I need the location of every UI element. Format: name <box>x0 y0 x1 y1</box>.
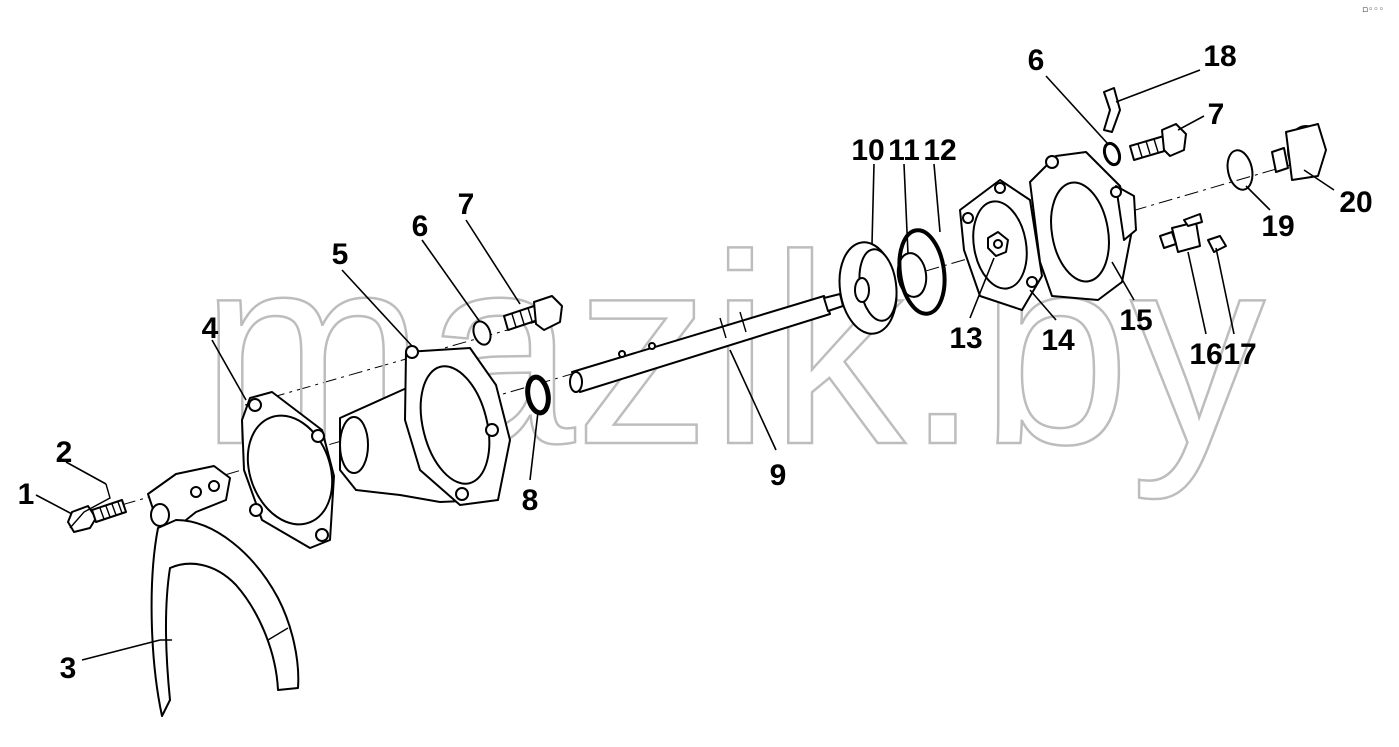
leader-12 <box>933 163 941 233</box>
part-3-shift-fork <box>147 465 300 717</box>
leader-6b <box>1045 75 1109 145</box>
leader-14 <box>1029 289 1057 321</box>
part-10-pulley <box>838 241 898 335</box>
part-14-cover-plate <box>959 179 1043 311</box>
label-3: 3 <box>60 652 77 685</box>
label-1: 1 <box>18 478 35 511</box>
part-7-bolt <box>503 295 563 331</box>
label-8: 8 <box>522 484 539 517</box>
leader-7b <box>1177 115 1205 131</box>
part-15-cover <box>1029 151 1137 301</box>
label-10: 10 <box>851 134 884 167</box>
label-18: 18 <box>1203 40 1236 73</box>
part-17-plug <box>1207 235 1227 253</box>
leader-9 <box>729 349 777 451</box>
label-15: 15 <box>1119 304 1152 337</box>
label-16: 16 <box>1189 338 1222 371</box>
leader-8 <box>529 411 539 481</box>
leader-10 <box>871 163 875 245</box>
leader-4 <box>211 339 247 401</box>
label-12: 12 <box>923 134 956 167</box>
label-6-left: 6 <box>412 210 429 243</box>
leader-19 <box>1245 185 1271 211</box>
label-4: 4 <box>202 312 219 345</box>
label-20: 20 <box>1339 186 1372 219</box>
label-7-right: 7 <box>1208 98 1225 131</box>
part-4-gasket <box>241 391 335 549</box>
leader-16 <box>1187 251 1207 335</box>
part-7-bolt-right <box>1129 123 1187 161</box>
label-7-left: 7 <box>458 188 475 221</box>
part-1-bolt <box>67 499 127 533</box>
leader-3 <box>81 639 161 661</box>
leader-1 <box>35 494 73 515</box>
label-6-right: 6 <box>1028 44 1045 77</box>
leader-11 <box>903 163 909 255</box>
label-5: 5 <box>332 238 349 271</box>
part-2-lock-wire <box>69 483 111 529</box>
part-8-o-ring <box>525 374 551 416</box>
part-13-nut <box>987 231 1009 257</box>
leader-15 <box>1111 261 1135 301</box>
part-16-tee-fitting <box>1159 213 1203 253</box>
leader-7 <box>465 219 521 305</box>
label-2: 2 <box>56 436 73 469</box>
part-18-pipe <box>1103 87 1121 133</box>
leader-20 <box>1303 169 1335 191</box>
leader-6 <box>421 239 481 323</box>
part-5-housing <box>339 345 511 506</box>
label-19: 19 <box>1261 210 1294 243</box>
part-9-shift-shaft <box>569 293 844 393</box>
leader-18 <box>1115 69 1201 103</box>
label-11: 11 <box>888 134 920 167</box>
part-11-ring <box>896 252 928 298</box>
leader-2 <box>65 461 107 485</box>
leader-5 <box>341 269 413 347</box>
part-12-o-ring <box>897 228 947 316</box>
part-6-washer-right <box>1102 141 1122 167</box>
leader-13 <box>969 257 995 319</box>
part-20-breather-plug <box>1271 123 1327 181</box>
label-13: 13 <box>949 322 982 355</box>
label-14: 14 <box>1041 324 1075 357</box>
part-6-washer <box>472 320 492 346</box>
corner-mark: ▫◦◦◦ <box>1362 5 1384 15</box>
label-9: 9 <box>770 459 787 492</box>
label-17: 17 <box>1223 338 1256 371</box>
leader-17 <box>1215 247 1235 335</box>
part-19-o-ring <box>1226 149 1254 191</box>
